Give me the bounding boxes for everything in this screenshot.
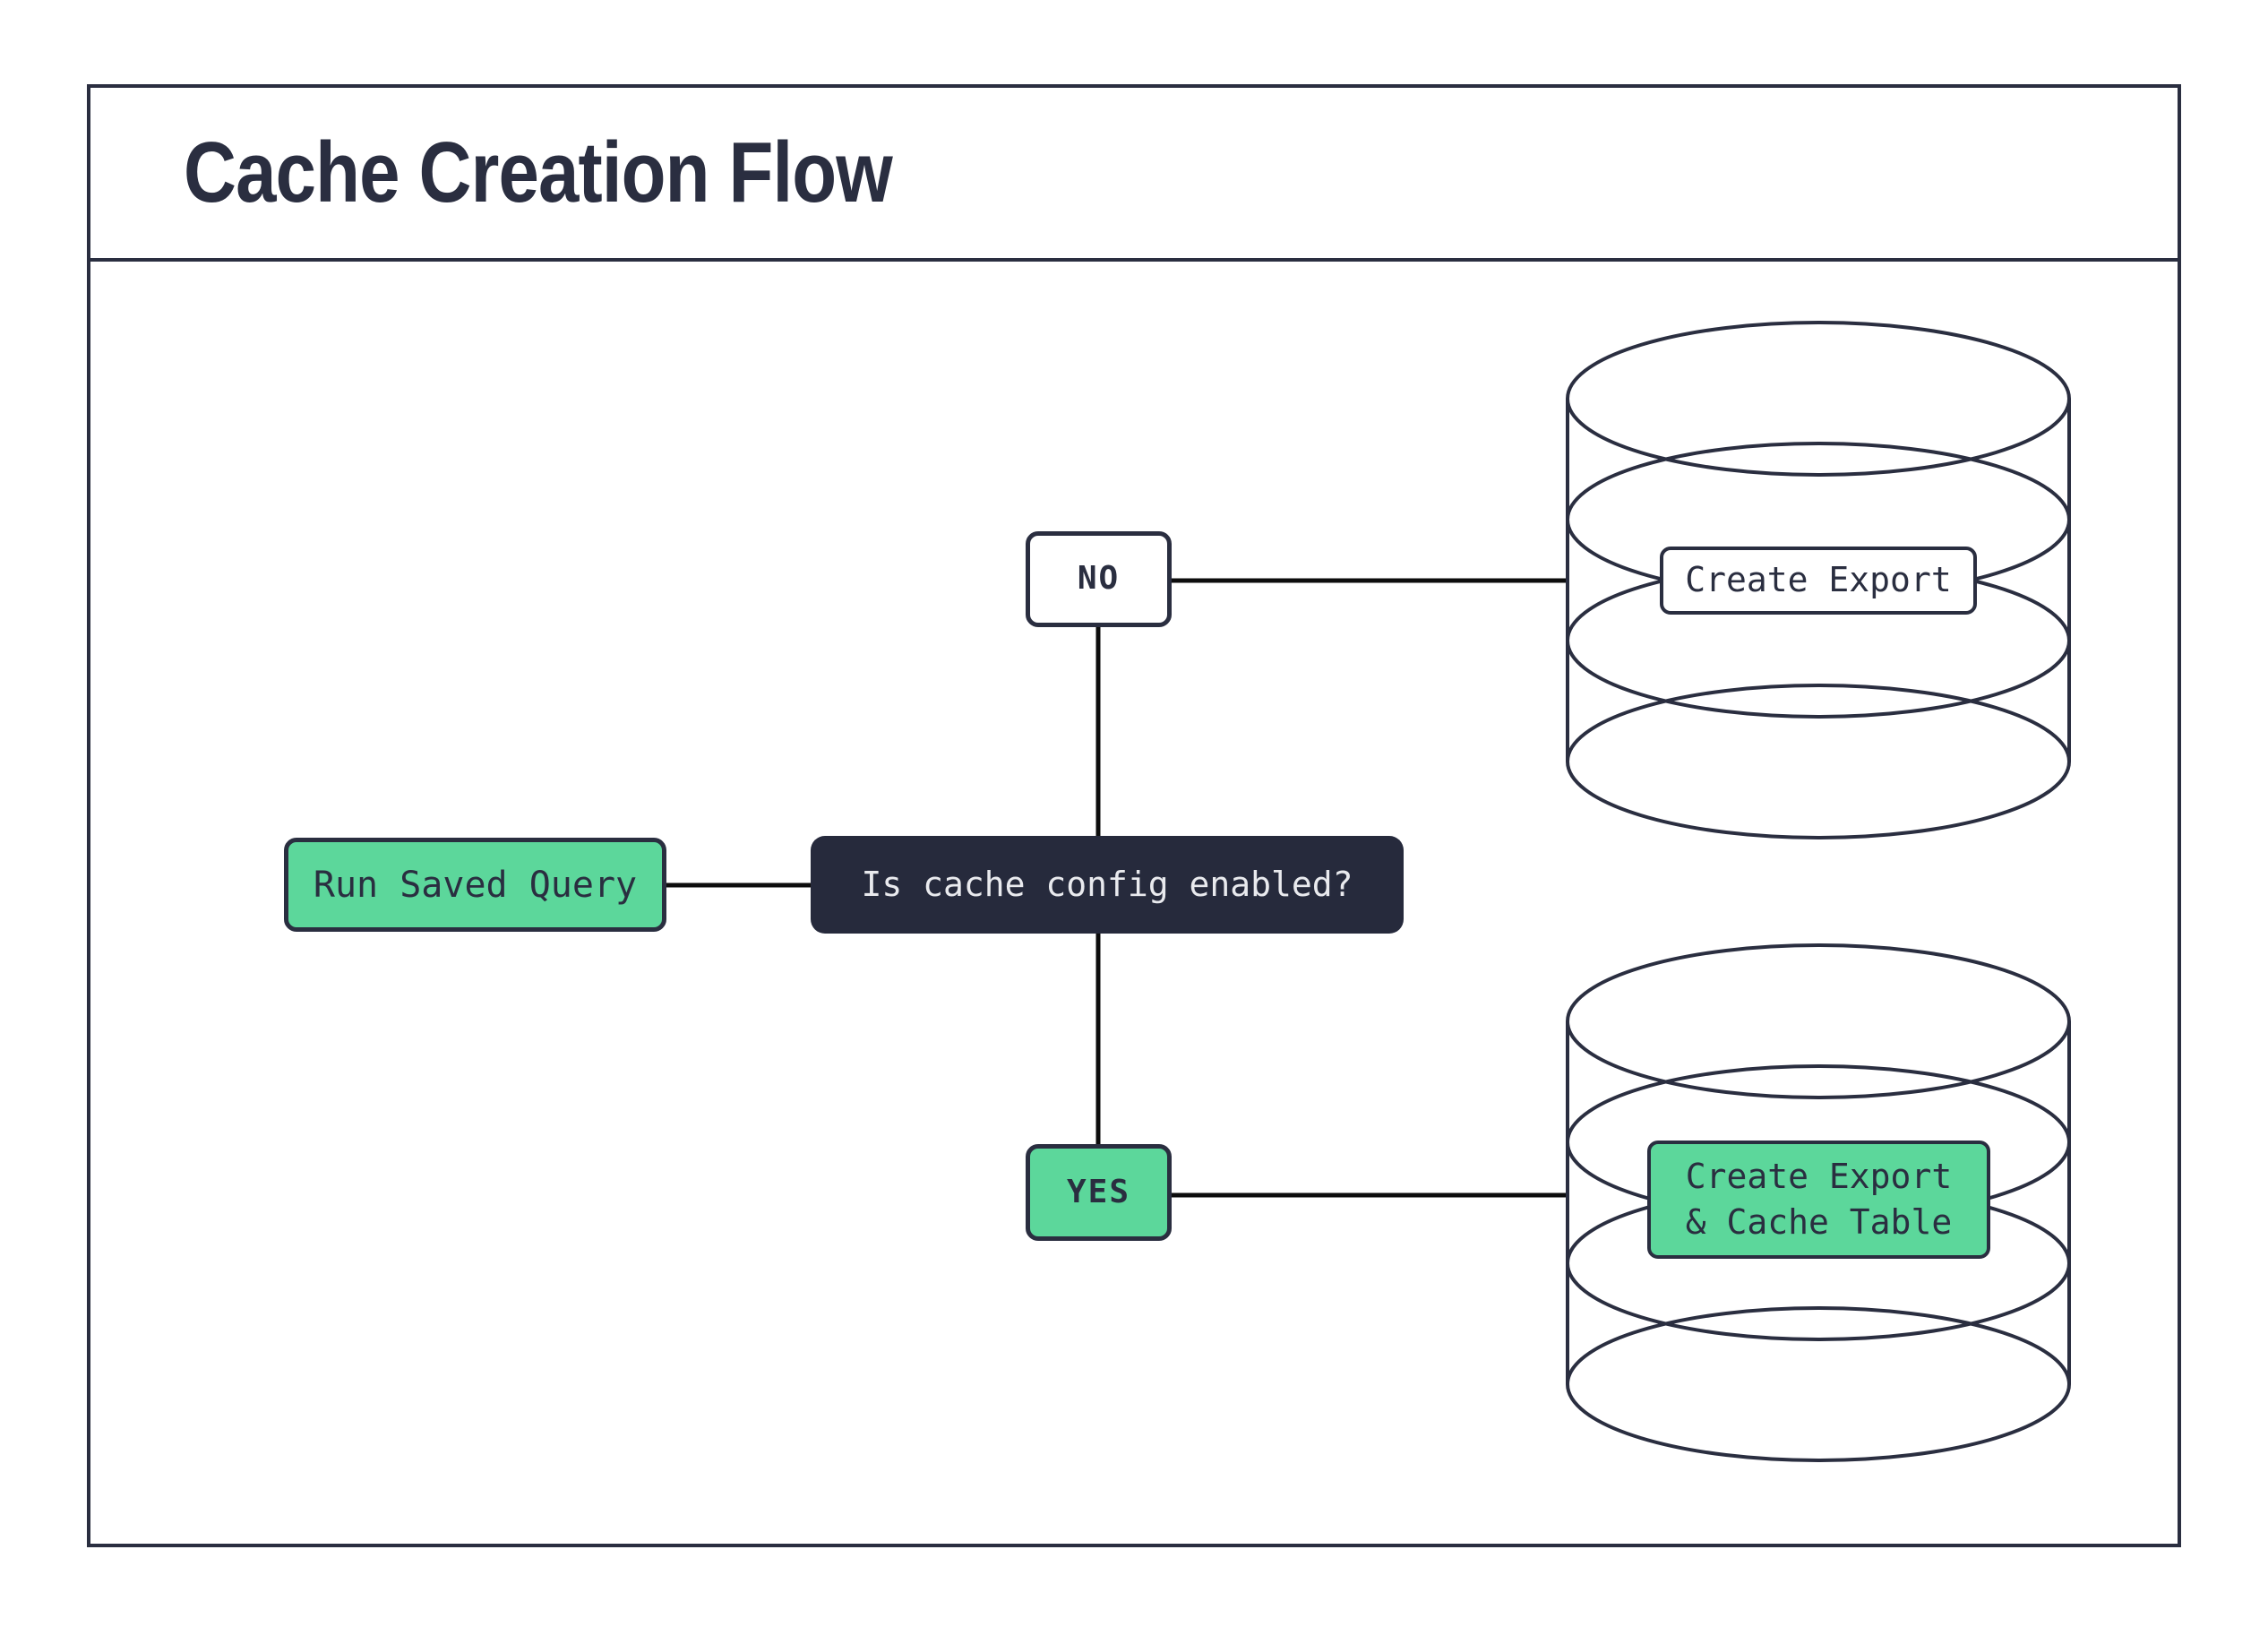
flow-edges bbox=[666, 578, 1569, 1198]
node-decision-cache-config: Is cache config enabled? bbox=[811, 836, 1404, 934]
node-create-export-cache-table: Create Export & Cache Table bbox=[1647, 1141, 1990, 1259]
page-title: Cache Creation Flow bbox=[184, 125, 893, 220]
node-branch-no: NO bbox=[1026, 531, 1172, 627]
database-icon-export bbox=[1566, 321, 2071, 839]
database-icon-export-cache bbox=[1566, 943, 2071, 1462]
node-run-saved-query: Run Saved Query bbox=[284, 838, 666, 932]
title-bar: Cache Creation Flow bbox=[90, 88, 2178, 262]
node-branch-yes: YES bbox=[1026, 1144, 1172, 1241]
node-create-export: Create Export bbox=[1660, 547, 1977, 615]
diagram-frame: Cache Creation Flow bbox=[87, 84, 2181, 1547]
